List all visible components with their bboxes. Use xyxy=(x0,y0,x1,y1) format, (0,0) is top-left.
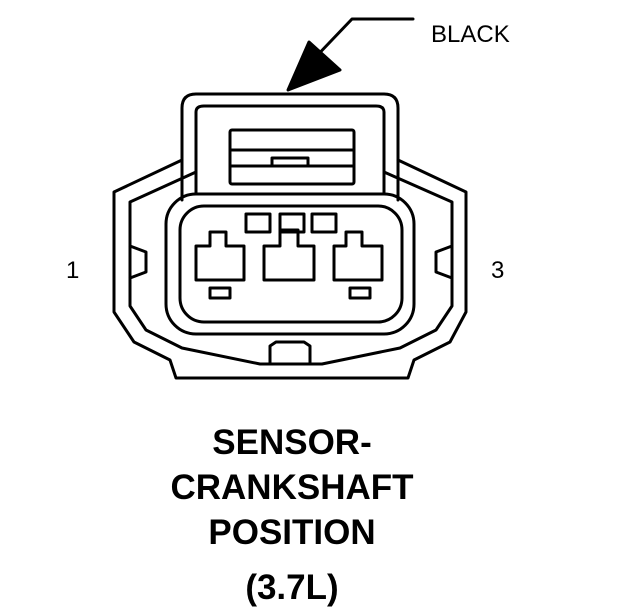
terminal-cavity-1 xyxy=(194,230,246,282)
caption-line-4: (3.7L) xyxy=(245,568,339,607)
right-side-ear xyxy=(434,244,454,280)
cavity-key xyxy=(244,212,272,234)
cavity-outer-frame xyxy=(164,192,416,336)
connector-color-label: BLACK xyxy=(431,21,510,48)
terminal-cavity-2 xyxy=(262,228,316,282)
latch-tab xyxy=(228,128,356,186)
pin-3-label: 3 xyxy=(491,257,504,284)
left-side-ear xyxy=(128,244,148,280)
terminal-1-lock xyxy=(208,286,232,300)
pin-1-label: 1 xyxy=(66,257,79,284)
cavity-key xyxy=(278,212,306,234)
terminal-cavity-3 xyxy=(332,230,384,282)
cavity-key xyxy=(310,212,338,234)
terminal-3-lock xyxy=(348,286,372,300)
connector-latch-housing xyxy=(180,92,400,202)
caption-line-3: POSITION xyxy=(208,513,376,552)
connector-outer-shell-inner xyxy=(128,170,454,366)
cavity-inner-frame xyxy=(178,204,404,324)
connector-latch-inner xyxy=(194,104,386,196)
callout-leader-line xyxy=(307,17,415,66)
connector-outer-shell xyxy=(112,158,468,380)
caption-line-2: CRANKSHAFT xyxy=(170,468,414,507)
caption-line-1: SENSOR- xyxy=(212,423,372,462)
callout-arrowhead xyxy=(286,40,342,92)
connector-caption: SENSOR- CRANKSHAFT POSITION (3.7L) xyxy=(0,420,584,610)
latch-tab-slot xyxy=(270,156,310,168)
bottom-key xyxy=(268,340,312,366)
